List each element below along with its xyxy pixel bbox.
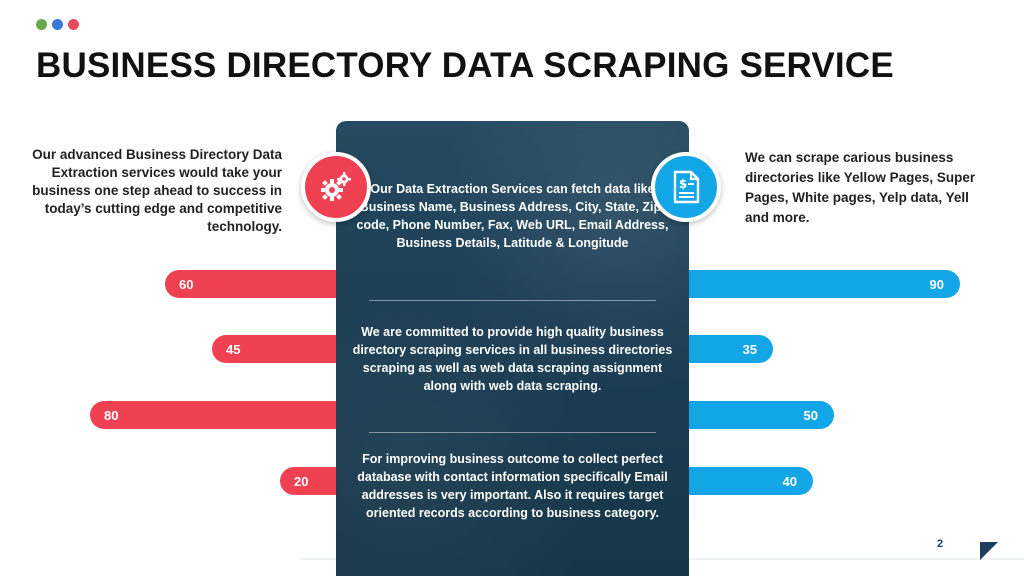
center-panel: Our Data Extraction Services can fetch d… bbox=[336, 121, 689, 576]
left-bar-2-value: 45 bbox=[226, 341, 241, 357]
page-title: BUSINESS DIRECTORY DATA SCRAPING SERVICE bbox=[36, 46, 894, 85]
panel-divider-1 bbox=[369, 300, 656, 301]
left-bar-4-value: 20 bbox=[294, 473, 309, 489]
panel-text-3: For improving business outcome to collec… bbox=[357, 452, 668, 520]
left-bar-2: 45 bbox=[212, 335, 355, 363]
panel-text-2: We are committed to provide high quality… bbox=[352, 325, 673, 393]
corner-triangle-icon bbox=[980, 542, 998, 560]
right-description: We can scrape carious business directori… bbox=[745, 150, 976, 225]
invoice-dollar-icon: $ bbox=[651, 152, 721, 222]
left-bar-1: 60 bbox=[165, 270, 355, 298]
left-bar-3: 80 bbox=[90, 401, 355, 429]
page-number: 2 bbox=[937, 538, 944, 550]
blue-dot-icon bbox=[52, 19, 63, 30]
right-bar-3-value: 50 bbox=[803, 407, 818, 423]
invoice-dollar-icon-svg: $ bbox=[673, 170, 700, 204]
left-bar-1-value: 60 bbox=[179, 276, 194, 292]
gears-icon-svg bbox=[321, 172, 351, 201]
left-description: Our advanced Business Directory Data Ext… bbox=[32, 147, 282, 234]
red-dot-icon bbox=[68, 19, 79, 30]
window-dots bbox=[36, 19, 79, 30]
right-bar-1: 90 bbox=[670, 270, 960, 298]
right-bar-4: 40 bbox=[670, 467, 813, 495]
panel-text-1: Our Data Extraction Services can fetch d… bbox=[356, 182, 669, 250]
green-dot-icon bbox=[36, 19, 47, 30]
right-bar-3: 50 bbox=[670, 401, 834, 429]
right-bar-1-value: 90 bbox=[929, 276, 944, 292]
gears-icon bbox=[301, 152, 371, 222]
right-bar-2-value: 35 bbox=[742, 341, 757, 357]
panel-divider-2 bbox=[369, 432, 656, 433]
svg-text:$: $ bbox=[679, 177, 687, 191]
left-bar-3-value: 80 bbox=[104, 407, 119, 423]
right-bar-4-value: 40 bbox=[782, 473, 797, 489]
